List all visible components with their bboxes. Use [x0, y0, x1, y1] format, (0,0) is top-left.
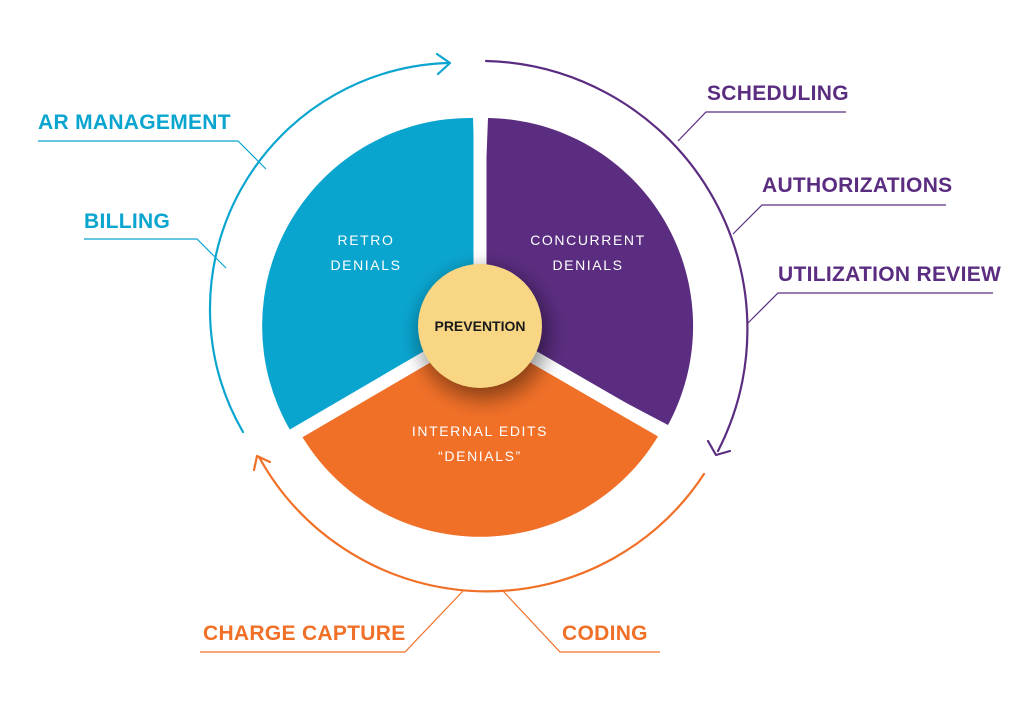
internal-edits-denials-segment — [300, 326, 660, 537]
retro-denials-label: RETRO DENIALS — [330, 232, 401, 273]
purple-cycle-arc — [484, 59, 749, 453]
utilization-review-label: UTILIZATION REVIEW — [778, 263, 1001, 286]
charge-capture-label: CHARGE CAPTURE — [203, 622, 406, 645]
purple-arrowhead-icon — [706, 439, 732, 457]
charge-capture-leader-line — [200, 590, 464, 653]
internal-label-line1: INTERNAL EDITS — [412, 423, 548, 439]
retro-label-line2: DENIALS — [330, 257, 401, 273]
ar-management-leader-line — [38, 140, 267, 170]
blue-cycle-arc — [208, 61, 450, 434]
authorizations-label: AUTHORIZATIONS — [762, 174, 952, 197]
blue-arrowhead-icon — [435, 52, 452, 76]
utilization-review-leader-line — [747, 292, 993, 324]
authorizations-leader-line — [732, 204, 946, 235]
billing-label: BILLING — [84, 210, 170, 233]
prevention-center-circle — [418, 264, 542, 388]
internal-label-line2: “DENIALS” — [438, 448, 522, 464]
retro-label-line1: RETRO — [338, 232, 395, 248]
scheduling-leader-line — [677, 111, 846, 142]
coding-label: CODING — [562, 622, 648, 645]
center-label: PREVENTION — [434, 318, 525, 334]
billing-leader-line — [84, 238, 227, 269]
concurrent-denials-label: CONCURRENT DENIALS — [530, 232, 646, 273]
coding-leader-line — [502, 590, 660, 653]
concurrent-label-line1: CONCURRENT — [530, 232, 646, 248]
orange-arrowhead-icon — [252, 454, 272, 472]
scheduling-label: SCHEDULING — [707, 82, 849, 105]
ar-management-label: AR MANAGEMENT — [38, 111, 231, 134]
orange-cycle-arc — [257, 455, 706, 593]
internal-edits-label: INTERNAL EDITS “DENIALS” — [412, 423, 548, 464]
concurrent-label-line2: DENIALS — [552, 257, 623, 273]
